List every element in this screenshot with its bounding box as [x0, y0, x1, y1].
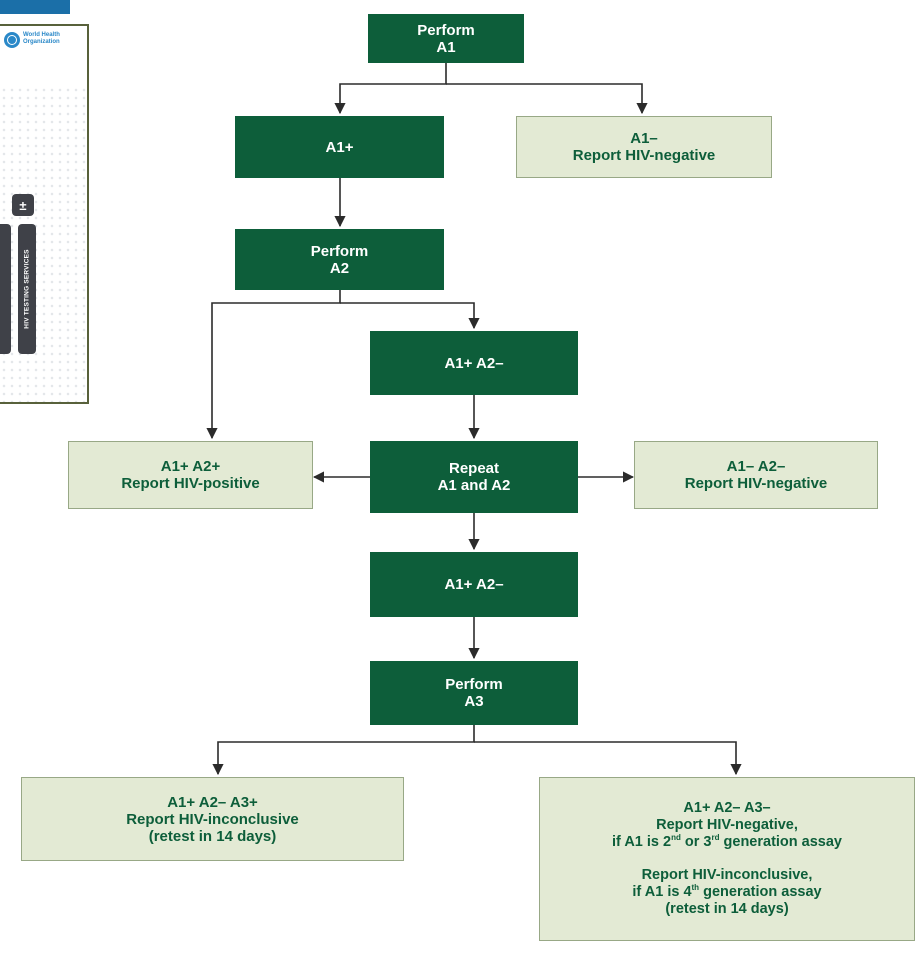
dot-pattern	[0, 86, 87, 402]
node-a1-positive: A1+	[235, 116, 444, 178]
node-perform-a2: Perform A2	[235, 229, 444, 290]
node-a3-negative-condition: if A1 is 2nd or 3rd generation assay	[611, 833, 842, 850]
node-a1neg-a2neg-report: A1– A2– Report HIV-negative	[634, 441, 878, 509]
node-perform-a1-line1: Perform	[417, 21, 475, 39]
node-a3-inconclusive-report-text: Report HIV-inconclusive,	[641, 867, 813, 883]
node-a1-negative-report-text: Report HIV-negative	[572, 147, 716, 164]
edge-perform-a2-to-a1pos-a2pos	[206, 290, 341, 440]
node-a1-negative-report: A1– Report HIV-negative	[516, 116, 772, 178]
node-a1neg-a2neg-report-text: Report HIV-negative	[684, 475, 828, 492]
node-perform-a3-line2: A3	[464, 693, 484, 710]
test-kit-icon: ±	[12, 194, 34, 216]
node-a1pos-a2pos-result: A1+ A2+	[160, 458, 221, 475]
edge-perform-a3-to-inconclusive	[212, 725, 475, 776]
node-a1pos-a2pos-report: A1+ A2+ Report HIV-positive	[68, 441, 313, 509]
node-perform-a3: Perform A3	[370, 661, 578, 725]
node-repeat-line2: A1 and A2	[437, 477, 511, 494]
node-a1pos-a2neg: A1+ A2–	[370, 331, 578, 395]
edge-perform-a1-to-a1-negative	[446, 83, 648, 115]
node-a3-inconclusive-condition: if A1 is 4th generation assay	[632, 883, 822, 900]
organization-name: World Health Organization	[23, 32, 60, 45]
node-a3-negative-report: A1+ A2– A3– Report HIV-negative, if A1 i…	[539, 777, 915, 941]
node-perform-a2-line2: A2	[329, 259, 350, 277]
edge-perform-a2-to-a1pos-a2neg	[340, 302, 480, 330]
node-a1pos-a2pos-report-text: Report HIV-positive	[121, 475, 260, 492]
report-cover-thumbnail: World Health Organization ± HIV TESTING …	[0, 24, 89, 404]
node-perform-a2-line1: Perform	[310, 242, 369, 260]
node-a1pos-a2neg-repeat-result: A1+ A2–	[370, 552, 578, 617]
edge-perform-a3-to-negative	[474, 741, 742, 776]
node-inconclusive-report-text: Report HIV-inconclusive	[126, 810, 299, 828]
service-label-tab: HIV TESTING SERVICES	[18, 224, 36, 354]
node-a3-retest-note: (retest in 14 days)	[665, 901, 789, 917]
node-a1-negative-result: A1–	[630, 130, 658, 147]
node-a1-positive-label: A1+	[325, 138, 354, 156]
node-perform-a3-line1: Perform	[445, 676, 503, 693]
node-repeat-line1: Repeat	[448, 460, 500, 477]
who-logo-icon	[4, 32, 20, 48]
node-perform-a1-line2: A1	[436, 38, 456, 56]
node-a1pos-a2neg-repeat-label: A1+ A2–	[444, 576, 504, 593]
node-a1pos-a2neg-label: A1+ A2–	[444, 354, 504, 372]
node-a3-negative-result: A1+ A2– A3–	[683, 800, 771, 816]
node-repeat-a1-a2: Repeat A1 and A2	[370, 441, 578, 513]
node-a3-negative-report-text: Report HIV-negative,	[656, 817, 798, 833]
node-perform-a1: Perform A1	[368, 14, 524, 63]
node-a1neg-a2neg-result: A1– A2–	[726, 458, 786, 475]
edge-perform-a1-to-a1-positive	[334, 63, 447, 115]
node-inconclusive-retest-note: (retest in 14 days)	[148, 827, 277, 845]
cover-side-bar	[0, 224, 11, 354]
node-inconclusive-report: A1+ A2– A3+ Report HIV-inconclusive (ret…	[21, 777, 404, 861]
cover-top-tab	[0, 0, 70, 14]
node-inconclusive-result: A1+ A2– A3+	[167, 793, 258, 811]
